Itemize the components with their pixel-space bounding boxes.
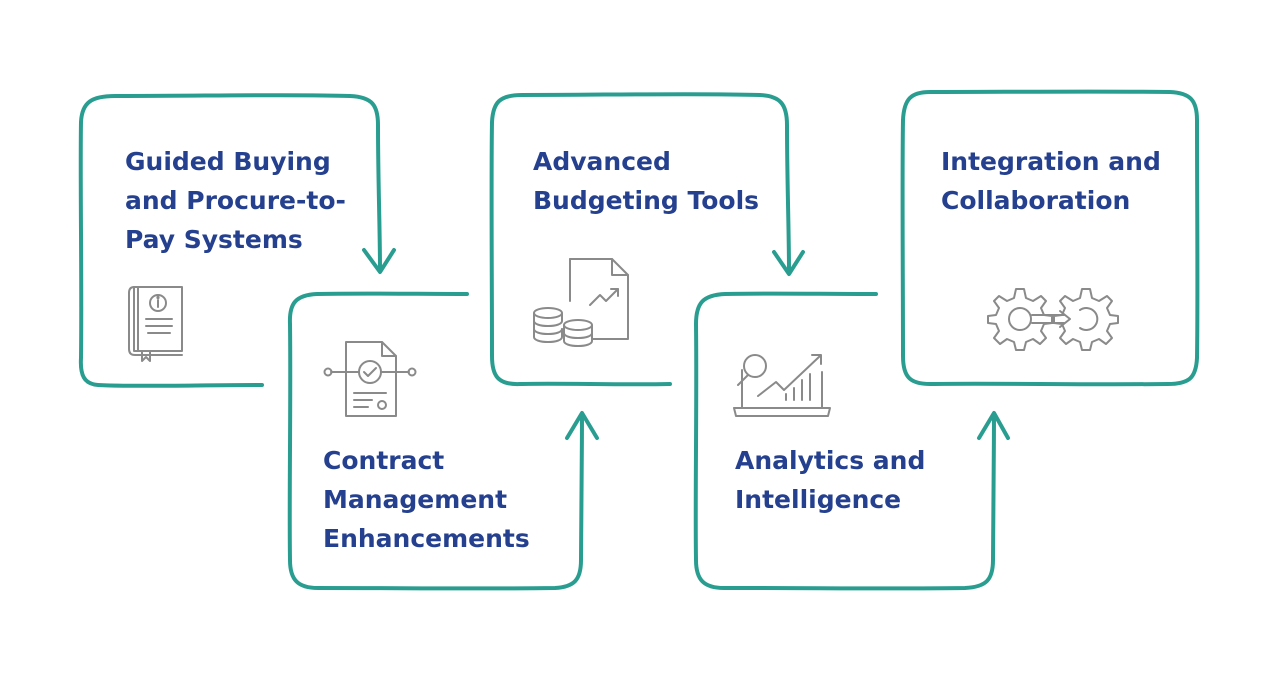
contract-check-icon (322, 338, 418, 420)
arrow-head-1 (362, 248, 396, 274)
arrow-head-2 (565, 411, 599, 440)
step-5-title-line-2: Collaboration (941, 186, 1131, 215)
step-3-title: Advanced Budgeting Tools (533, 142, 759, 220)
step-4-title-line-2: Intelligence (735, 485, 902, 514)
step-5-title-line-1: Integration and (941, 147, 1161, 176)
step-3-title-line-2: Budgeting Tools (533, 186, 760, 215)
step-3-title-line-1: Advanced (533, 147, 671, 176)
connector-step-3 (489, 92, 791, 387)
step-2-title-line-2: Management (323, 485, 508, 514)
step-2-title: Contract Management Enhancements (323, 441, 530, 558)
arrow-head-4 (977, 411, 1010, 440)
connector-step-1 (78, 93, 382, 388)
step-1-title-line-3: Pay Systems (125, 225, 303, 254)
connector-step-2 (287, 291, 584, 591)
step-1-title-line-2: and Procure-to- (125, 186, 346, 215)
box-step-5 (900, 89, 1200, 387)
step-2-title-line-1: Contract (323, 446, 445, 475)
budget-coins-chart-icon (530, 255, 632, 351)
step-1-title-line-1: Guided Buying (125, 147, 331, 176)
step-4-title: Analytics and Intelligence (735, 441, 925, 519)
step-1-title: Guided Buying and Procure-to- Pay System… (125, 142, 346, 259)
step-4-title-line-1: Analytics and (735, 446, 926, 475)
step-2-title-line-3: Enhancements (323, 524, 530, 553)
gears-integration-icon (986, 283, 1122, 355)
connector-step-4 (693, 291, 996, 591)
book-info-icon (126, 283, 186, 363)
arrow-head-3 (772, 250, 805, 276)
laptop-analytics-icon (732, 350, 836, 420)
step-5-title: Integration and Collaboration (941, 142, 1161, 220)
